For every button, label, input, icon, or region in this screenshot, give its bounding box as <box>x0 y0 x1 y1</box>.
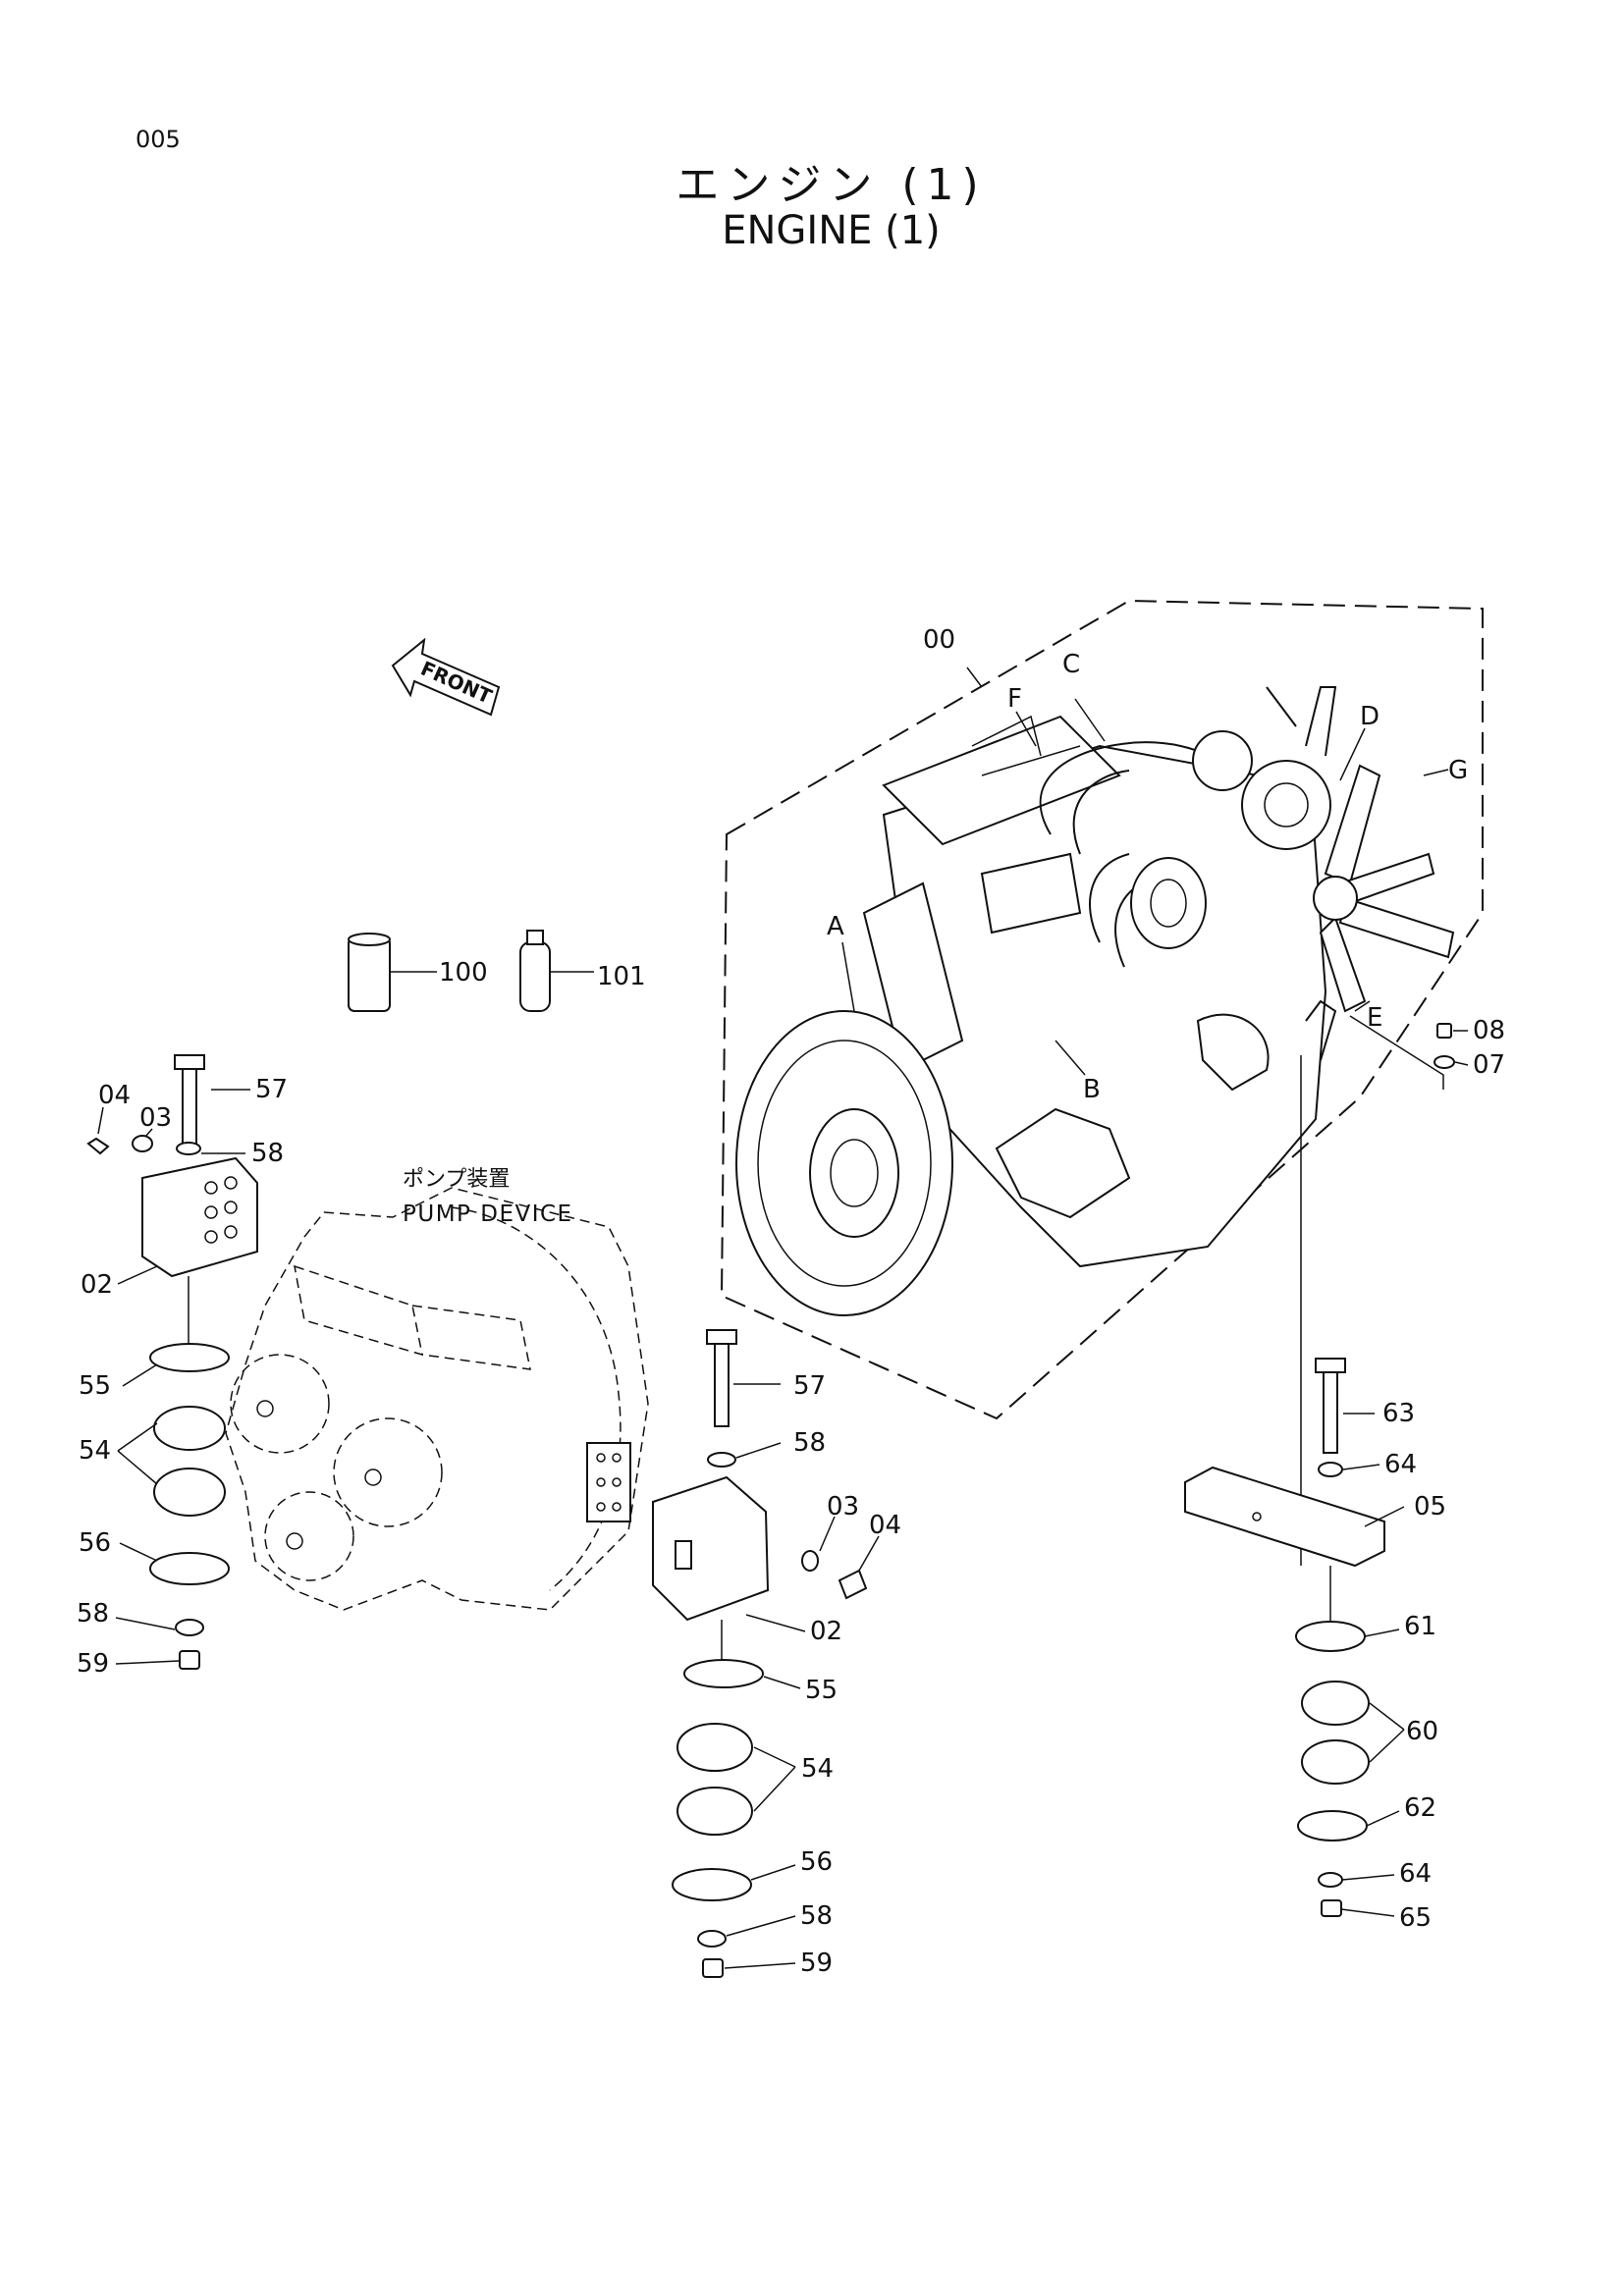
label-right-08: 08 <box>1473 1016 1505 1045</box>
label-right-64b: 64 <box>1399 1859 1432 1889</box>
label-right-64: 64 <box>1384 1450 1417 1479</box>
label-right-62: 62 <box>1404 1793 1436 1823</box>
label-center-59: 59 <box>800 1949 833 1978</box>
label-letter-g: G <box>1448 756 1468 785</box>
label-letter-f: F <box>1007 684 1022 714</box>
label-center-57: 57 <box>793 1371 826 1401</box>
label-letter-b: B <box>1083 1075 1101 1104</box>
label-left-58b: 58 <box>77 1599 109 1629</box>
label-left-04: 04 <box>98 1081 131 1110</box>
label-center-55: 55 <box>805 1676 838 1705</box>
label-left-57: 57 <box>255 1075 288 1104</box>
label-right-63: 63 <box>1382 1399 1415 1428</box>
label-left-58: 58 <box>251 1139 284 1168</box>
page-title-english: ENGINE (1) <box>722 208 941 253</box>
pump-device-label-english: PUMP DEVICE <box>403 1201 573 1227</box>
right-mount-parts <box>1184 1023 1455 1917</box>
pump-device-drawing <box>225 1187 649 1611</box>
label-center-58: 58 <box>793 1428 826 1458</box>
label-filter-100: 100 <box>439 958 488 988</box>
label-left-03: 03 <box>139 1103 172 1133</box>
page-number: 005 <box>135 126 181 153</box>
label-center-56: 56 <box>800 1847 833 1877</box>
label-left-02: 02 <box>81 1270 113 1300</box>
label-right-60: 60 <box>1406 1717 1438 1746</box>
label-left-54: 54 <box>79 1436 111 1466</box>
label-letter-a: A <box>827 912 844 941</box>
label-center-54: 54 <box>801 1754 834 1784</box>
label-center-58b: 58 <box>800 1901 833 1931</box>
label-center-03: 03 <box>827 1492 859 1522</box>
engine-drawing <box>735 686 1455 1566</box>
label-right-61: 61 <box>1404 1612 1436 1641</box>
label-center-04: 04 <box>869 1511 901 1540</box>
center-mount-parts <box>652 1329 868 1978</box>
label-letter-d: D <box>1360 702 1380 731</box>
engine-assembly-boundary <box>720 599 1484 1420</box>
filter-101-icon <box>519 930 551 1012</box>
label-letter-c: C <box>1062 650 1080 679</box>
label-filter-101: 101 <box>597 962 646 991</box>
callout-labels: 00 A B C D E F G 100 101 57 04 03 58 02 … <box>77 625 1505 1978</box>
front-arrow-icon: FRONT <box>391 637 501 717</box>
label-right-05: 05 <box>1414 1492 1446 1522</box>
label-center-02: 02 <box>810 1617 842 1646</box>
filter-100-icon <box>348 933 391 1012</box>
front-label: FRONT <box>417 657 496 709</box>
left-mount-parts <box>86 1054 258 1670</box>
label-right-07: 07 <box>1473 1050 1505 1080</box>
pump-device-label-japanese: ポンプ装置 <box>403 1167 510 1192</box>
label-left-55: 55 <box>79 1371 111 1401</box>
label-letter-e: E <box>1367 1003 1382 1033</box>
label-right-65: 65 <box>1399 1903 1432 1933</box>
leader-lines <box>97 667 1469 1969</box>
label-left-59: 59 <box>77 1649 109 1679</box>
page-title-japanese: エンジン (1) <box>676 160 987 210</box>
label-left-56: 56 <box>79 1528 111 1558</box>
label-engine-assembly: 00 <box>923 625 955 655</box>
